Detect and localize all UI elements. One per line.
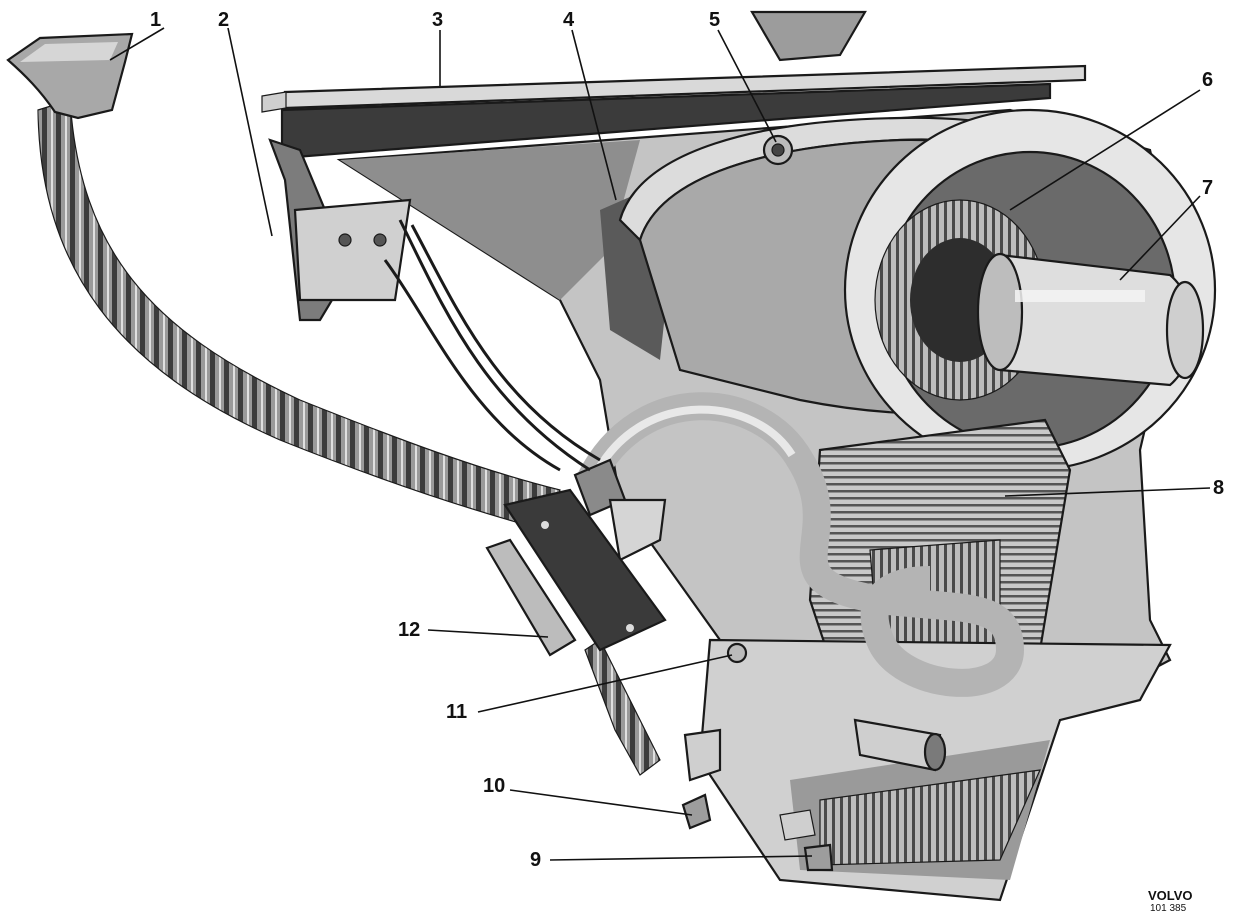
blower-motor	[976, 252, 1205, 387]
callout-3: 3	[432, 9, 443, 31]
leader-8	[1004, 487, 1211, 497]
leader-6	[1009, 89, 1201, 211]
callout-1: 1	[150, 9, 161, 31]
callout-5: 5	[709, 9, 720, 31]
callout-labels: 1 2 3 4 5 6 7 8 9 10 11 12	[150, 9, 1224, 871]
fitting-9	[803, 843, 834, 872]
leader-1	[109, 27, 165, 61]
housing-shadow-face	[340, 140, 640, 300]
control-cables	[383, 219, 601, 472]
leader-10	[509, 789, 693, 816]
leader-5	[717, 29, 777, 143]
leader-11	[477, 654, 733, 713]
stamp-code: 101 385	[1150, 903, 1187, 914]
leader-4	[571, 29, 617, 201]
hose-upper-tail	[584, 639, 661, 776]
coolant-hose	[573, 392, 1025, 772]
mounting-plate	[485, 488, 667, 657]
control-bracket	[268, 138, 412, 322]
lower-tray-fins	[819, 769, 1041, 866]
callout-4: 4	[563, 9, 575, 31]
callout-8: 8	[1213, 477, 1224, 499]
fitting-10	[681, 793, 712, 830]
top-mounting-rail	[261, 10, 1087, 160]
callout-7: 7	[1202, 177, 1213, 199]
volvo-stamp: VOLVO 101 385	[1148, 888, 1193, 914]
callout-2: 2	[218, 9, 229, 31]
outlet-pipe-front	[608, 498, 667, 562]
leader-2	[227, 27, 273, 237]
leader-12	[427, 629, 549, 638]
callout-12: 12	[398, 619, 420, 641]
leader-lines	[109, 27, 1211, 861]
callout-9: 9	[530, 849, 541, 871]
mounting-nut	[762, 134, 794, 166]
callout-10: 10	[483, 775, 505, 797]
top-rail-bracket	[750, 10, 867, 62]
callout-11: 11	[446, 701, 467, 723]
callout-6: 6	[1202, 69, 1213, 91]
fitting-11	[726, 642, 748, 664]
stamp-brand: VOLVO	[1148, 888, 1193, 903]
defroster-hose	[6, 32, 661, 776]
drain-fittings	[681, 642, 834, 872]
nozzle-highlight	[20, 42, 118, 62]
leader-9	[549, 855, 813, 861]
leader-7	[1119, 195, 1201, 281]
